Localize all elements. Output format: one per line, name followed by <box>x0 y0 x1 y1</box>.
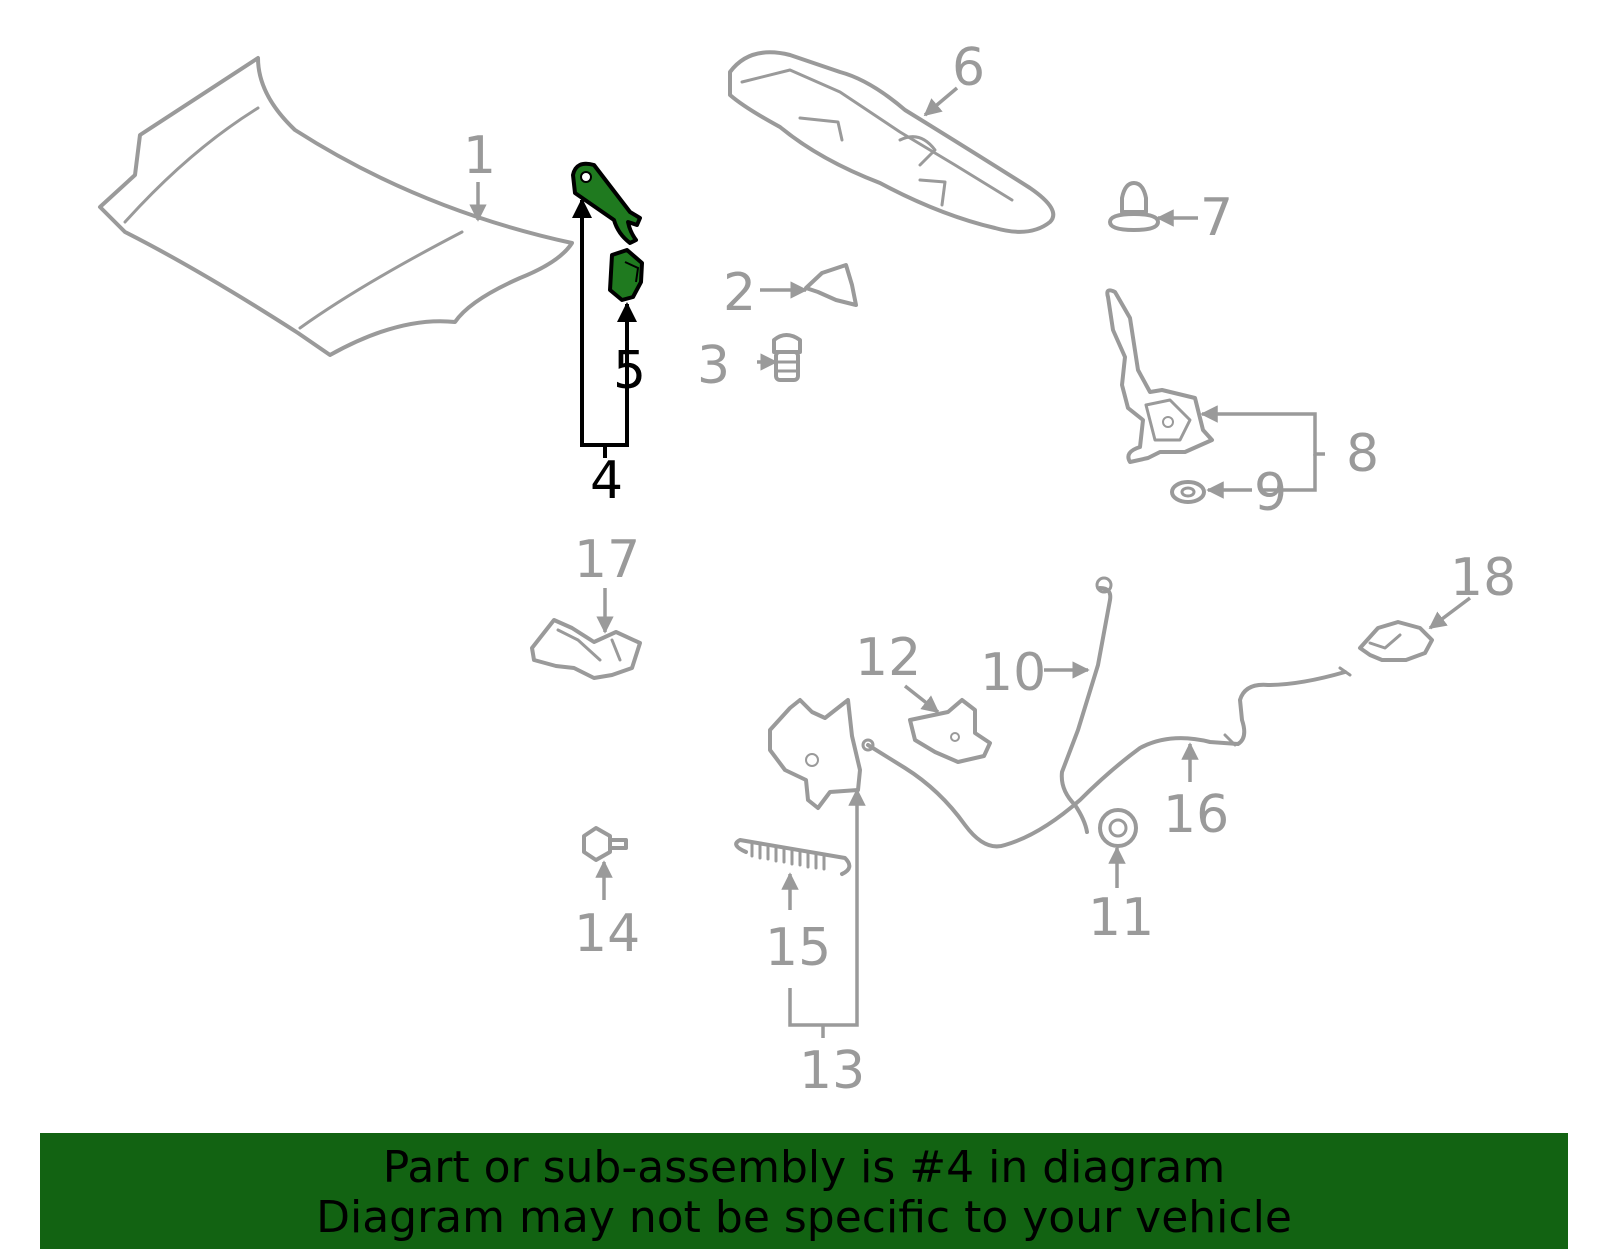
callout-4: 4 <box>590 451 623 511</box>
banner-line-2: Diagram may not be specific to your vehi… <box>316 1192 1292 1243</box>
info-banner: Part or sub-assembly is #4 in diagram Di… <box>40 1133 1568 1249</box>
part-7-clip <box>1108 181 1160 232</box>
part-5-hinge-bracket <box>608 248 644 302</box>
callout-7: 7 <box>1200 188 1233 248</box>
part-17-striker <box>530 618 642 680</box>
part-10-prop-rod <box>1059 576 1113 834</box>
callout-9: 9 <box>1254 463 1287 523</box>
callout-12: 12 <box>855 628 921 688</box>
part-1-hood <box>98 56 574 357</box>
part-4-hinge <box>571 161 642 245</box>
callout-14: 14 <box>574 904 640 964</box>
part-2-bumper <box>804 263 858 307</box>
callout-leaders <box>469 86 1472 1038</box>
part-18-release-handle <box>1358 620 1434 662</box>
part-14-bolt <box>582 826 628 862</box>
part-16-cable <box>861 666 1352 849</box>
callout-10: 10 <box>980 643 1046 703</box>
callout-8: 8 <box>1346 424 1379 484</box>
callout-16: 16 <box>1163 785 1229 845</box>
callout-17: 17 <box>574 530 640 590</box>
part-15-spring <box>734 838 852 876</box>
callout-15: 15 <box>765 918 831 978</box>
callout-2: 2 <box>723 263 756 323</box>
callout-18: 18 <box>1450 548 1516 608</box>
part-9-washer <box>1170 480 1206 504</box>
callout-3: 3 <box>697 336 730 396</box>
part-6-insulator <box>728 50 1056 234</box>
part-3-bolt <box>772 333 802 382</box>
part-12-lock <box>908 698 992 764</box>
part-11-grommet <box>1098 808 1138 848</box>
callout-13: 13 <box>799 1041 865 1101</box>
callout-6: 6 <box>952 38 985 98</box>
callout-1: 1 <box>463 126 496 186</box>
callout-5: 5 <box>613 341 646 401</box>
part-13-latch-assembly <box>768 698 862 810</box>
callout-11: 11 <box>1088 888 1154 948</box>
part-8-latch <box>1105 288 1214 464</box>
banner-line-1: Part or sub-assembly is #4 in diagram <box>382 1142 1226 1193</box>
